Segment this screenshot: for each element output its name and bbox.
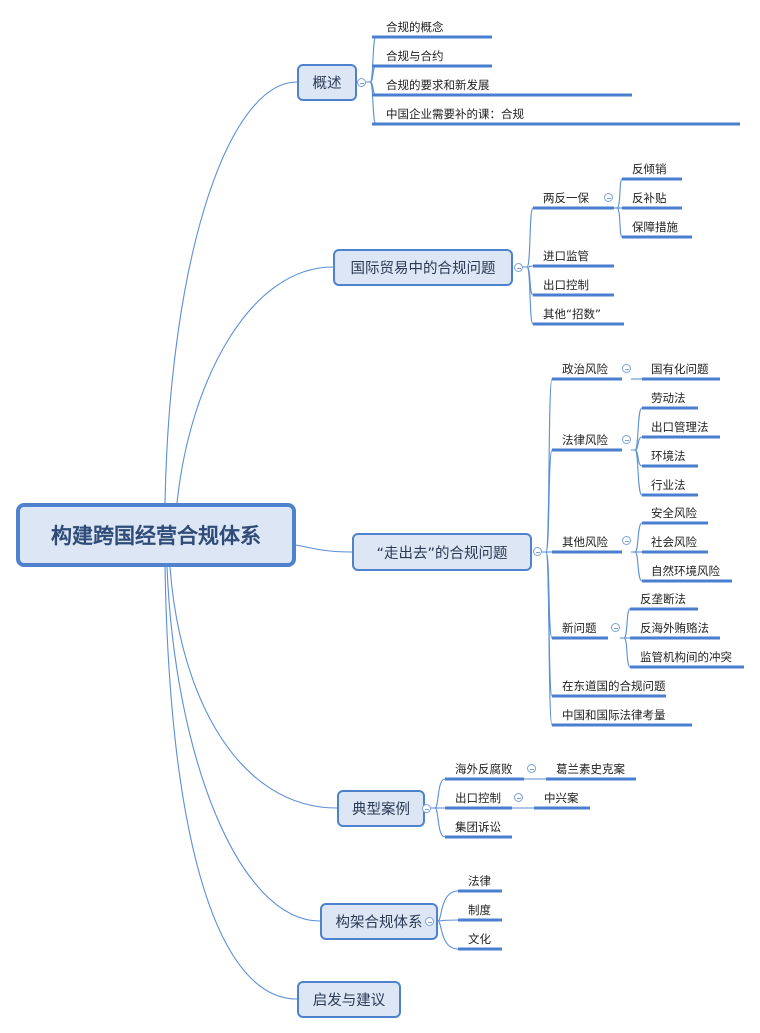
collapse-toggle-icon[interactable] <box>357 78 366 87</box>
root-connector <box>169 566 338 809</box>
connector-line <box>620 608 631 639</box>
branch-node-going-global[interactable]: “走出去”的合规问题 <box>352 533 532 571</box>
topic-zte-case[interactable]: 中兴案 <box>544 791 579 805</box>
root-connector <box>164 566 298 1000</box>
topic-political-risk[interactable]: 政治风险 <box>562 362 608 376</box>
connector-line <box>542 551 553 639</box>
topic-compliance-vs-contract[interactable]: 合规与合约 <box>386 49 444 63</box>
topic-export-admin-law[interactable]: 出口管理法 <box>651 420 709 434</box>
topic-chinese-companies[interactable]: 中国企业需要补的课：合规 <box>386 107 524 121</box>
topic-security-risk[interactable]: 安全风险 <box>651 506 697 520</box>
branch-node-typical-cases[interactable]: 典型案例 <box>337 790 425 827</box>
topic-case-export-control[interactable]: 出口控制 <box>455 791 501 805</box>
topic-natural-env-risk[interactable]: 自然环境风险 <box>651 564 720 578</box>
branch-node-overview[interactable]: 概述 <box>297 64 357 101</box>
connector-line <box>631 436 643 451</box>
root-connector <box>176 266 334 504</box>
connector-line <box>542 378 553 553</box>
topic-environmental-law[interactable]: 环境法 <box>651 449 686 463</box>
topic-china-intl-law[interactable]: 中国和国际法律考量 <box>562 708 666 722</box>
topic-concept[interactable]: 合规的概念 <box>386 20 444 34</box>
collapse-toggle-icon[interactable] <box>533 547 542 556</box>
collapse-toggle-icon[interactable] <box>425 917 434 926</box>
branch-node-trade-compliance[interactable]: 国际贸易中的合规问题 <box>333 249 513 286</box>
connector-line <box>523 265 534 268</box>
connector-line <box>613 178 623 209</box>
topic-fcpa[interactable]: 反海外贿赂法 <box>640 621 709 635</box>
collapse-toggle-icon[interactable] <box>611 623 620 632</box>
topic-requirements[interactable]: 合规的要求和新发展 <box>386 78 490 92</box>
topic-gsk-case[interactable]: 葛兰素史克案 <box>556 762 625 776</box>
connector-line <box>366 81 377 96</box>
connector-line <box>523 266 534 325</box>
root-connector <box>295 544 353 553</box>
topic-labor-law[interactable]: 劳动法 <box>651 391 686 405</box>
topic-legal-risk[interactable]: 法律风险 <box>562 433 608 447</box>
topic-new-issues[interactable]: 新问题 <box>562 621 597 635</box>
connector-line <box>523 266 534 296</box>
topic-antitrust-law[interactable]: 反垄断法 <box>640 592 686 606</box>
collapse-toggle-icon[interactable] <box>422 804 431 813</box>
topic-export-control[interactable]: 出口控制 <box>543 278 589 292</box>
root-node[interactable]: 构建跨国经营合规体系 <box>16 503 296 567</box>
topic-anti-dumping[interactable]: 反倾销 <box>632 162 667 176</box>
connector-line <box>613 207 623 238</box>
topic-law[interactable]: 法律 <box>468 874 491 888</box>
collapse-toggle-icon[interactable] <box>622 435 631 444</box>
connector-line <box>523 207 534 268</box>
topic-safeguards[interactable]: 保障措施 <box>632 220 678 234</box>
connector-line <box>631 551 643 582</box>
connector-line <box>631 522 643 553</box>
collapse-toggle-icon[interactable] <box>622 364 631 373</box>
connector-line <box>631 407 643 451</box>
connector-line <box>366 81 377 125</box>
root-connector <box>166 566 321 922</box>
connector-line <box>631 449 643 467</box>
topic-culture[interactable]: 文化 <box>468 932 491 946</box>
root-connector <box>164 81 298 504</box>
topic-institution[interactable]: 制度 <box>468 903 491 917</box>
topic-anti-subsidy[interactable]: 反补贴 <box>632 191 667 205</box>
connector-line <box>431 807 446 838</box>
topic-other-tactics[interactable]: 其他“招数” <box>543 307 601 321</box>
topic-class-action[interactable]: 集团诉讼 <box>455 820 501 834</box>
topic-regulator-conflict[interactable]: 监管机构间的冲突 <box>640 650 732 664</box>
connector-line <box>620 637 631 668</box>
collapse-toggle-icon[interactable] <box>527 764 536 773</box>
branch-node-build-system[interactable]: 构架合规体系 <box>320 903 438 940</box>
topic-overseas-anticorruption[interactable]: 海外反腐败 <box>455 762 513 776</box>
connector-line <box>542 551 553 697</box>
branch-node-suggestions[interactable]: 启发与建议 <box>297 981 401 1018</box>
topic-nationalization[interactable]: 国有化问题 <box>651 362 709 376</box>
connector-line <box>542 551 553 726</box>
connector-line <box>631 449 643 496</box>
topic-social-risk[interactable]: 社会风险 <box>651 535 697 549</box>
collapse-toggle-icon[interactable] <box>514 793 523 802</box>
collapse-toggle-icon[interactable] <box>604 193 613 202</box>
connector-line <box>431 778 446 809</box>
topic-host-country[interactable]: 在东道国的合规问题 <box>562 679 666 693</box>
topic-two-anti-one-safeguard[interactable]: 两反一保 <box>543 191 589 205</box>
connector-line <box>366 65 377 83</box>
collapse-toggle-icon[interactable] <box>622 536 631 545</box>
topic-industry-law[interactable]: 行业法 <box>651 478 686 492</box>
topic-other-risk[interactable]: 其他风险 <box>562 535 608 549</box>
topic-import-regulation[interactable]: 进口监管 <box>543 249 589 263</box>
collapse-toggle-icon[interactable] <box>514 263 523 272</box>
connector-line <box>542 449 553 553</box>
connector-line <box>366 36 377 83</box>
